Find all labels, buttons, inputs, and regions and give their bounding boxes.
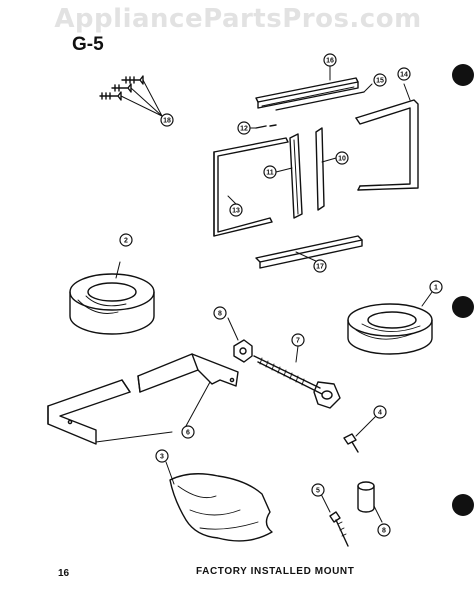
foam-ring-right: [347, 291, 433, 355]
left-frame: [213, 137, 289, 237]
callout-1: 1: [434, 285, 438, 292]
callout-15: 15: [376, 78, 384, 85]
callout-4: 4: [378, 410, 382, 417]
callout-2: 2: [124, 238, 128, 245]
nut: [227, 317, 253, 363]
callout-17: 17: [316, 264, 324, 271]
callout-18: 18: [163, 118, 171, 125]
callout-7: 7: [296, 338, 300, 345]
spacer: [357, 481, 383, 523]
binder-hole-top: [452, 64, 474, 86]
foam-ring-left: [69, 261, 155, 335]
watermark: AppliancePartsPros.com: [54, 4, 422, 34]
diagram-caption: FACTORY INSTALLED MOUNT: [196, 566, 355, 577]
parts-bag: [165, 461, 273, 542]
callout-6-bracket: 6: [186, 430, 190, 437]
bottom-rail: [255, 235, 363, 269]
binder-hole-middle: [452, 296, 474, 318]
right-frame: [355, 83, 419, 191]
callout-13: 13: [232, 208, 240, 215]
long-bolt: [253, 345, 341, 409]
callout-10: 10: [338, 156, 346, 163]
callout-5: 5: [316, 488, 320, 495]
binder-hole-bottom: [452, 494, 474, 516]
section-code: G-5: [72, 34, 104, 55]
top-rail: [255, 65, 359, 109]
page-number: 16: [58, 568, 70, 579]
small-screw: [343, 415, 377, 453]
callout-12: 12: [240, 126, 248, 133]
callout-11: 11: [266, 170, 274, 177]
callout-8: 8: [218, 311, 222, 318]
mounting-brackets: [47, 353, 239, 445]
callout-9: 8: [382, 528, 386, 535]
vertical-strip-11: [275, 133, 303, 219]
wood-screw: [319, 491, 349, 547]
vertical-strip-10: [315, 127, 337, 211]
callout-16: 16: [326, 58, 334, 65]
callout-3: 3: [160, 454, 164, 461]
callout-14: 14: [400, 72, 408, 79]
screws-group: [99, 75, 163, 117]
